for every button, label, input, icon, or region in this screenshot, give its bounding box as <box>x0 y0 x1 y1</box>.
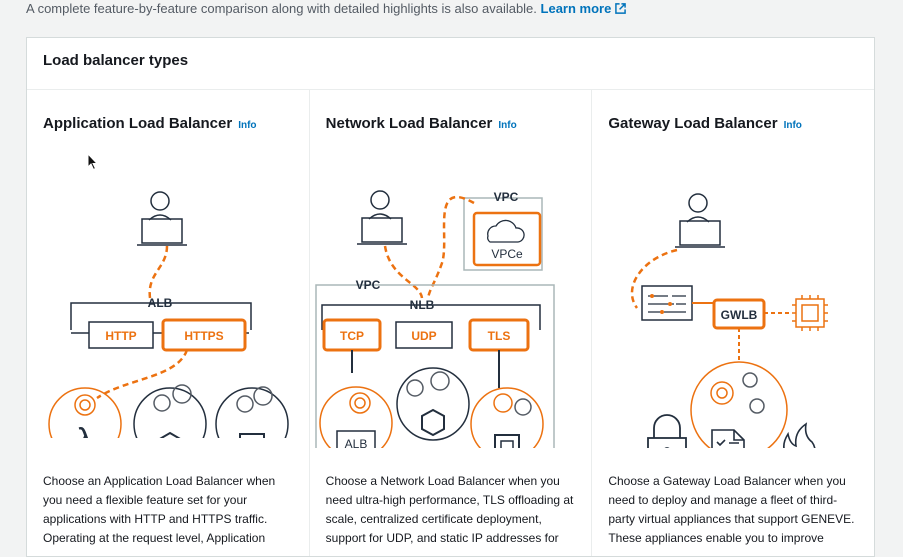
info-link[interactable]: Info <box>238 120 257 131</box>
info-link[interactable]: Info <box>783 120 802 131</box>
chip-icon <box>792 295 829 331</box>
container-target-icon <box>133 384 207 438</box>
https-label: HTTPS <box>184 329 223 343</box>
vpce-box <box>472 211 541 267</box>
section-title: Load balancer types <box>27 38 874 90</box>
card-description: Choose an Application Load Balancer when… <box>43 474 276 545</box>
http-box <box>88 321 154 349</box>
vpc-top-label: VPC <box>493 190 518 204</box>
vpc-box <box>314 284 555 448</box>
external-link-icon <box>615 3 627 14</box>
user-laptop-icon <box>137 191 187 246</box>
checklist-icon <box>711 429 746 448</box>
user-laptop-icon <box>675 193 726 248</box>
alb-target-icon: ALB <box>318 386 393 448</box>
firewall-fire-icon <box>783 422 816 448</box>
lock-icon <box>647 414 688 448</box>
gwlb-label: GWLB <box>721 308 758 322</box>
nlb-diagram: VPC VPCe VPC NLB TCP UDP TLS <box>314 190 555 448</box>
vpc-label: VPC <box>355 278 380 292</box>
https-box <box>161 318 247 352</box>
instance-target-icon <box>469 387 544 448</box>
instance-target-icon <box>215 386 289 438</box>
learn-more-link[interactable]: Learn more <box>541 1 627 16</box>
user-laptop-icon <box>356 190 407 245</box>
load-balancer-types-container: Load balancer types Application Load Bal… <box>26 37 875 557</box>
alb-label: ALB <box>148 296 173 310</box>
intro-sentence: A complete feature-by-feature comparison… <box>26 1 537 16</box>
udp-label: UDP <box>411 329 436 343</box>
card-description: Choose a Gateway Load Balancer when you … <box>608 474 855 545</box>
targets-circle-icon <box>690 361 789 448</box>
vpc-box-top <box>462 197 543 271</box>
alb-diagram: ALB HTTP HTTPS λ <box>48 191 289 438</box>
info-link[interactable]: Info <box>498 120 517 131</box>
tcp-label: TCP <box>340 329 364 343</box>
alb-target-label: ALB <box>344 437 367 448</box>
vpce-label: VPCe <box>491 247 523 261</box>
container-target-icon <box>395 367 470 441</box>
mouse-cursor-icon <box>87 153 99 171</box>
tls-label: TLS <box>487 329 510 343</box>
firewall-rules-icon <box>641 285 694 321</box>
gwlb-diagram: GWLB <box>631 193 829 448</box>
intro-text: A complete feature-by-feature comparison… <box>26 1 627 16</box>
card-description: Choose a Network Load Balancer when you … <box>325 474 574 545</box>
nlb-label: NLB <box>409 298 434 312</box>
http-label: HTTP <box>105 329 136 343</box>
svg-text:λ: λ <box>77 422 94 438</box>
lambda-target-icon: λ <box>48 387 122 438</box>
udp-box <box>394 321 453 349</box>
